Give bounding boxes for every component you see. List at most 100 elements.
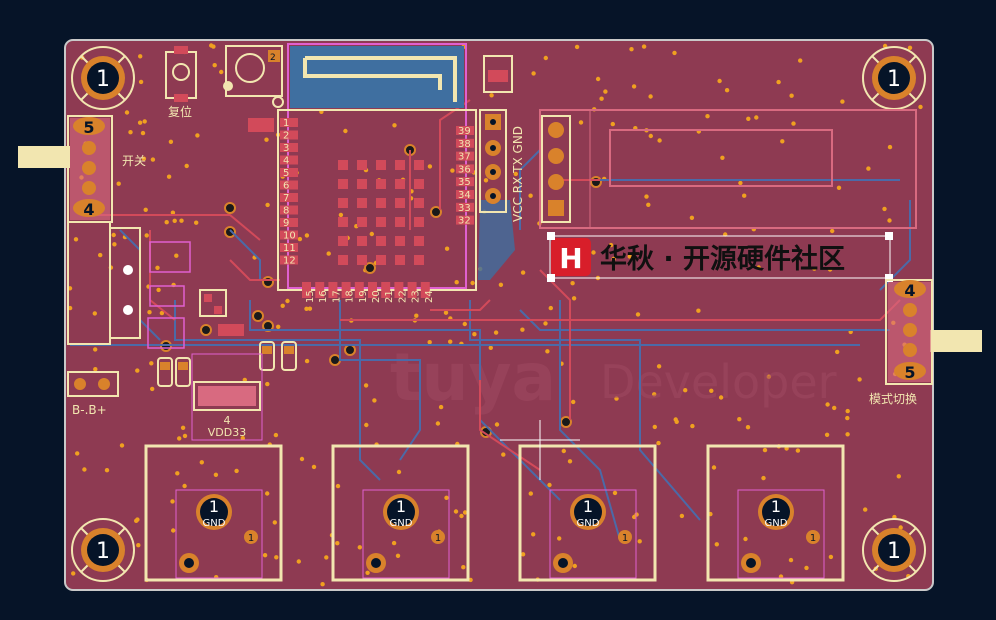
- via: [679, 513, 685, 519]
- watermark-tuya: tuya: [390, 339, 556, 416]
- via: [567, 459, 573, 464]
- via: [824, 432, 830, 437]
- via: [344, 344, 356, 356]
- via: [304, 358, 310, 364]
- via: [761, 475, 766, 481]
- module-pad: [357, 160, 367, 170]
- via: [531, 71, 536, 76]
- via: [134, 518, 139, 523]
- via: [672, 50, 677, 56]
- via: [574, 44, 580, 50]
- output-gnd-label: GND: [577, 518, 600, 529]
- via: [724, 88, 730, 93]
- via: [414, 313, 419, 318]
- brand-text: 华秋 · 开源硬件社区: [600, 243, 845, 275]
- module-pin: [315, 282, 325, 298]
- via: [470, 280, 475, 286]
- via: [776, 79, 781, 85]
- via: [147, 310, 152, 315]
- via: [746, 116, 751, 122]
- mount-hole-label: 1: [96, 539, 110, 564]
- via: [718, 395, 724, 400]
- switch-pin-label: 5: [83, 118, 94, 137]
- via: [104, 468, 110, 473]
- via: [494, 422, 500, 427]
- module-pad: [357, 255, 367, 265]
- via: [513, 171, 518, 177]
- via: [825, 402, 830, 407]
- via: [603, 89, 608, 94]
- via: [155, 265, 160, 270]
- via: [329, 354, 341, 366]
- via: [335, 541, 340, 546]
- via: [224, 202, 236, 214]
- module-pin-label: 3: [283, 143, 289, 154]
- via: [483, 178, 489, 183]
- via: [528, 491, 533, 496]
- via: [141, 156, 147, 161]
- module-pad: [357, 217, 367, 227]
- via: [907, 45, 913, 50]
- module-pin: [456, 164, 474, 174]
- module-pad: [338, 217, 348, 227]
- module-pin-label: 21: [384, 290, 395, 303]
- via: [882, 206, 887, 212]
- module-pin-label: 23: [411, 290, 422, 303]
- via: [520, 552, 526, 557]
- via: [590, 176, 602, 188]
- module-pad: [357, 179, 367, 189]
- via: [830, 228, 835, 234]
- module-pin: [280, 130, 298, 140]
- via: [845, 408, 850, 414]
- via: [835, 349, 840, 355]
- left-slide-switch: 5 4 开关: [18, 115, 146, 223]
- via: [324, 555, 329, 560]
- via: [304, 306, 309, 311]
- via: [296, 559, 301, 564]
- mode-switch-label: 模式切换: [869, 392, 917, 406]
- via: [789, 93, 794, 98]
- brand-logo: H 华秋 · 开源硬件社区: [547, 232, 893, 282]
- via: [135, 368, 140, 373]
- output-pin-label: 1: [209, 497, 219, 516]
- via: [143, 207, 148, 212]
- via: [595, 76, 601, 82]
- via: [211, 44, 216, 49]
- via: [489, 93, 494, 98]
- module-pin: [456, 151, 474, 161]
- header-2: [541, 115, 571, 223]
- via: [720, 155, 725, 160]
- module-pin-label: 16: [318, 290, 329, 303]
- via: [273, 432, 279, 438]
- via: [612, 490, 618, 496]
- via: [832, 405, 837, 411]
- via: [762, 447, 768, 453]
- via: [543, 321, 548, 326]
- output-aux-pin-label: 1: [810, 533, 816, 544]
- mount-hole-label: 1: [887, 67, 901, 92]
- mount-hole-tl: 1: [71, 46, 135, 110]
- module-pin-label: 36: [458, 164, 471, 175]
- via: [637, 539, 642, 544]
- via: [547, 482, 552, 488]
- via: [164, 220, 169, 225]
- vdd-label: VDD33: [208, 426, 246, 439]
- antenna-region: [478, 200, 515, 280]
- output-aux-pin-label: 1: [435, 533, 441, 544]
- module-pad: [376, 179, 386, 189]
- module-pin-label: 19: [358, 290, 369, 303]
- module-pin: [456, 202, 474, 212]
- module-pad: [414, 179, 424, 189]
- module-pad: [338, 198, 348, 208]
- via: [610, 121, 615, 127]
- via: [171, 528, 176, 533]
- module-pad: [395, 217, 405, 227]
- module-pin-label: 11: [283, 243, 296, 254]
- via: [326, 251, 331, 256]
- module-pad: [376, 255, 386, 265]
- via: [276, 324, 281, 329]
- battery-connector: B-.B+: [67, 371, 119, 417]
- module-pad: [357, 236, 367, 246]
- via: [343, 128, 348, 134]
